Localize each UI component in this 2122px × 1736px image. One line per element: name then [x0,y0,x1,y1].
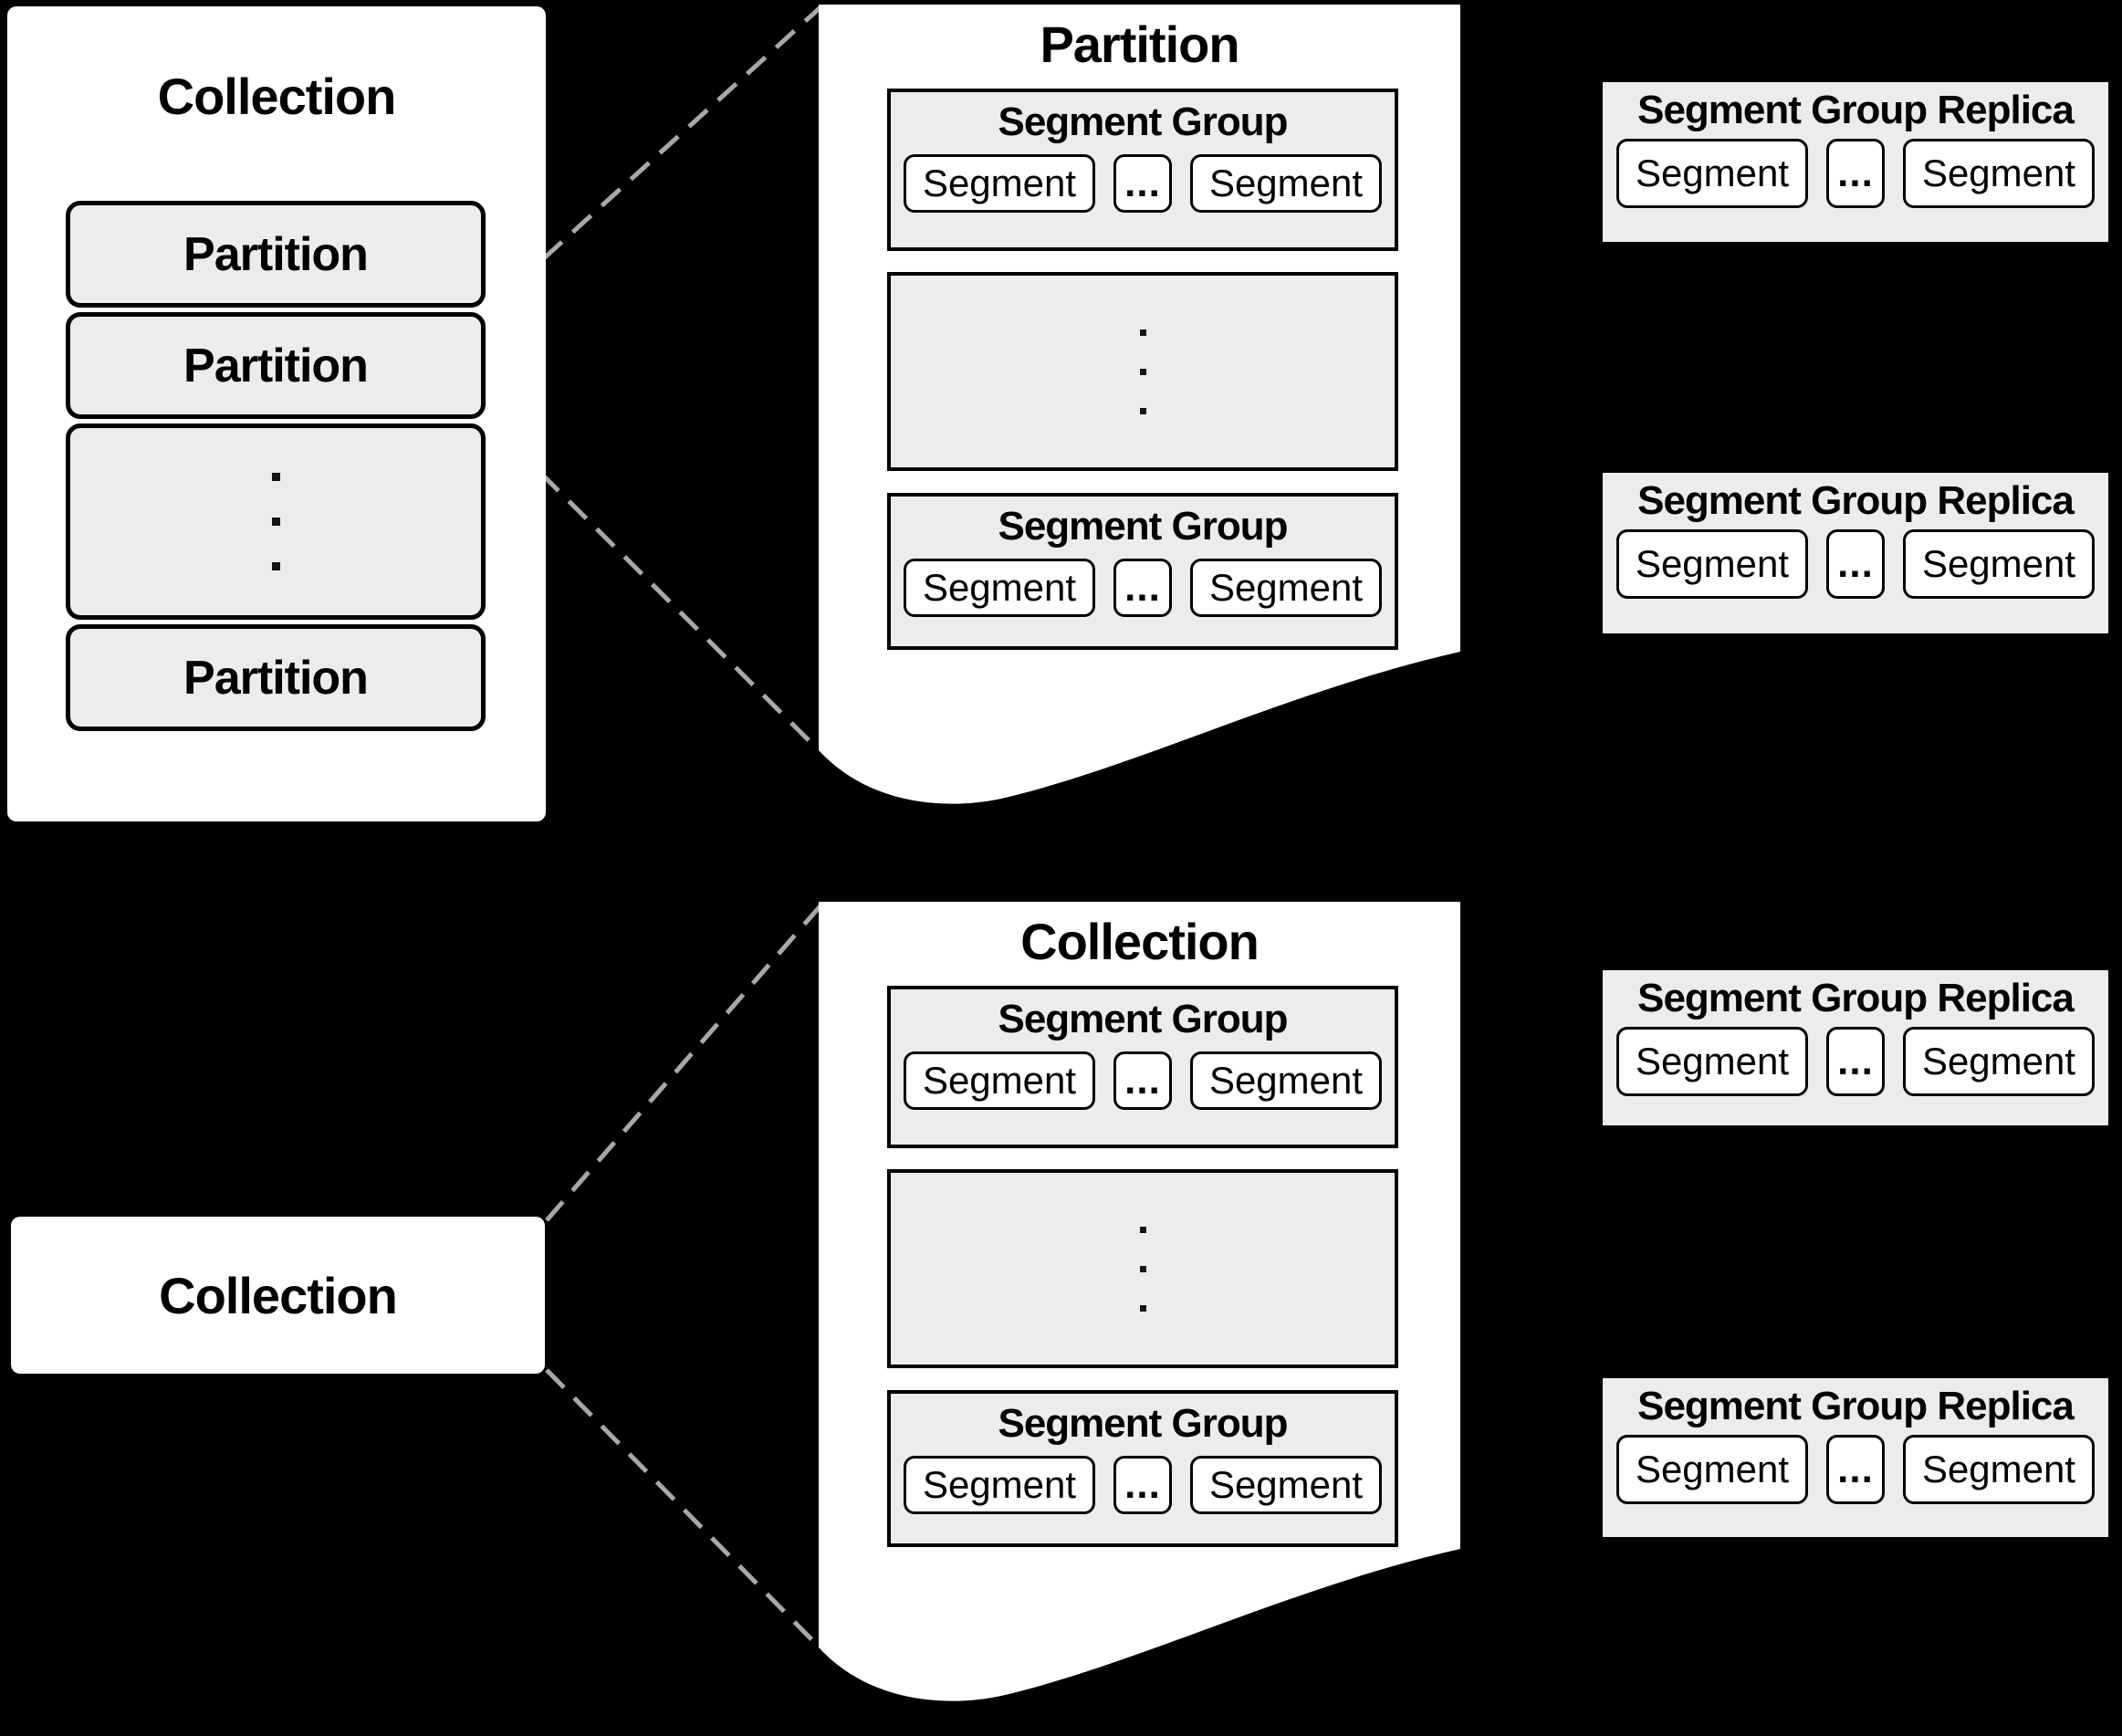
segment-group-box: Segment Group Segment ... Segment [887,89,1398,251]
partition-row: Partition [66,624,486,731]
segment-box: Segment [1616,1435,1808,1504]
vertical-ellipsis-icon [1139,329,1146,414]
segment-group-ellipsis-box [887,272,1398,471]
segment-group-replica-box: Segment Group Replica Segment ... Segmen… [1603,1378,2108,1537]
segment-group-box: Segment Group Segment ... Segment [887,986,1398,1148]
vertical-ellipsis-icon [271,473,280,570]
partition-row: Partition [66,201,486,308]
collection-detail-panel: Collection Segment Group Segment ... Seg… [819,897,1460,1719]
segment-box: Segment [904,1456,1095,1514]
segment-box: Segment [1190,559,1382,617]
segment-group-replica-box: Segment Group Replica Segment ... Segmen… [1603,473,2108,633]
segment-ellipsis-box: ... [1826,1027,1885,1096]
vertical-ellipsis-icon [1139,1226,1146,1312]
segment-ellipsis-box: ... [1113,1456,1172,1514]
segment-group-title: Segment Group [998,504,1288,549]
connector-collection-top [545,902,824,1222]
partition-detail-panel: Partition Segment Group Segment ... Segm… [819,0,1460,821]
collection-detail-title: Collection [1020,913,1260,970]
collection-card-title: Collection [159,1266,398,1324]
segment-box: Segment [1616,529,1808,599]
segment-ellipsis-box: ... [1113,1051,1172,1110]
partition-ellipsis-row [66,424,486,620]
partition-row: Partition [66,312,486,419]
partition-detail-title: Partition [1040,16,1239,73]
connector-partition-top [484,5,822,313]
segment-box: Segment [1190,154,1382,213]
segment-group-replica-box: Segment Group Replica Segment ... Segmen… [1603,970,2108,1125]
segment-box: Segment [1903,1027,2095,1096]
collection-overview-title: Collection [157,68,397,125]
segment-box: Segment [904,154,1095,213]
segment-box: Segment [904,1051,1095,1110]
segment-box: Segment [1616,139,1808,208]
segment-box: Segment [904,559,1095,617]
segment-group-replica-title: Segment Group Replica [1637,976,2075,1020]
segment-ellipsis-box: ... [1113,559,1172,617]
segment-group-ellipsis-box [887,1169,1398,1368]
segment-group-title: Segment Group [998,997,1288,1041]
segment-group-box: Segment Group Segment ... Segment [887,1390,1398,1547]
segment-group-box: Segment Group Segment ... Segment [887,493,1398,650]
segment-ellipsis-box: ... [1826,529,1885,599]
segment-box: Segment [1903,529,2095,599]
segment-group-title: Segment Group [998,1401,1288,1446]
segment-box: Segment [1903,139,2095,208]
partition-label: Partition [183,651,369,705]
collection-card: Collection [11,1217,545,1374]
segment-group-replica-title: Segment Group Replica [1637,478,2075,523]
partition-label: Partition [183,227,369,281]
segment-box: Segment [1616,1027,1808,1096]
partition-label: Partition [183,339,369,392]
segment-group-replica-title: Segment Group Replica [1637,1384,2075,1428]
segment-group-replica-box: Segment Group Replica Segment ... Segmen… [1603,82,2108,242]
segment-box: Segment [1190,1051,1382,1110]
segment-ellipsis-box: ... [1826,1435,1885,1504]
segment-group-replica-title: Segment Group Replica [1637,88,2075,132]
segment-ellipsis-box: ... [1826,139,1885,208]
segment-box: Segment [1190,1456,1382,1514]
collection-overview-panel: Collection Partition Partition Partition [7,6,546,821]
segment-box: Segment [1903,1435,2095,1504]
segment-ellipsis-box: ... [1113,154,1172,213]
segment-group-title: Segment Group [998,99,1288,144]
connector-collection-bottom [545,1368,817,1645]
